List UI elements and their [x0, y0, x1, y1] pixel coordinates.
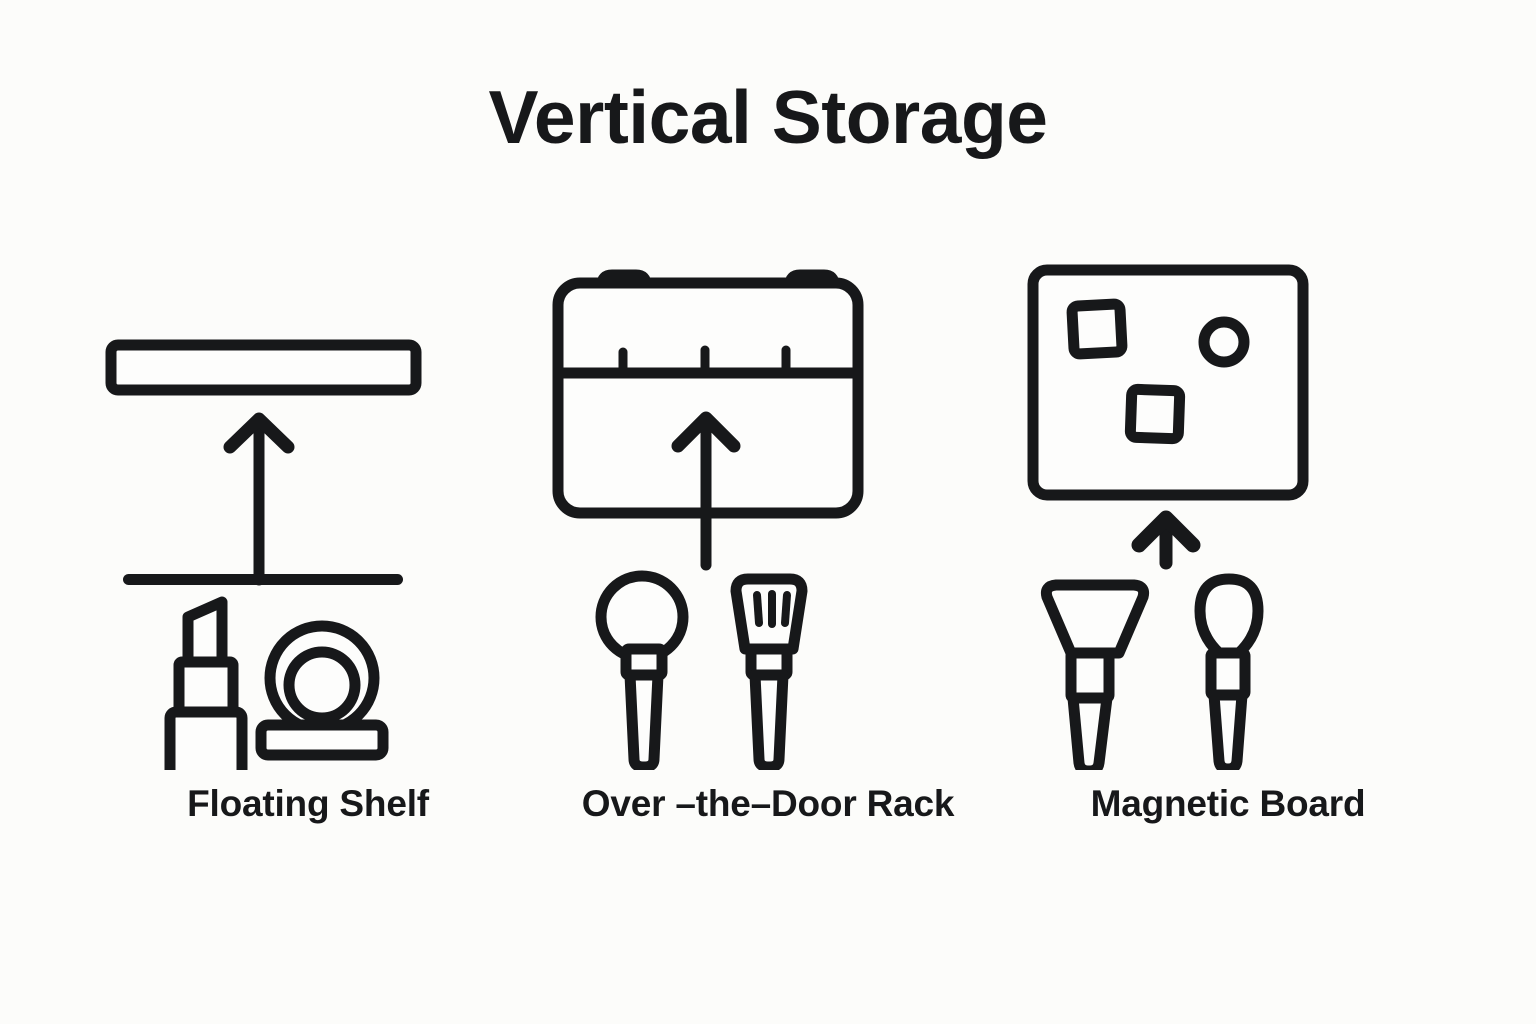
caption-over-the-door-rack: Over –the–Door Rack [581, 783, 955, 824]
magnetic-board-icon [998, 225, 1458, 770]
floating-shelf-icon [78, 225, 538, 770]
storage-options-row: Floating Shelf [0, 225, 1536, 925]
caption-magnetic-board: Magnetic Board [1090, 783, 1366, 824]
shelf-bar [105, 339, 422, 396]
puff-brush-icon [595, 570, 689, 770]
lipstick-icon [164, 596, 248, 770]
storage-option-magnetic-board[interactable]: Magnetic Board [998, 225, 1458, 925]
storage-option-over-the-door-rack[interactable]: Over –the–Door Rack [538, 225, 998, 925]
storage-option-floating-shelf[interactable]: Floating Shelf [78, 225, 538, 925]
caption-floating-shelf: Floating Shelf [187, 783, 429, 824]
magnet-square-top [1066, 298, 1128, 360]
up-arrow-icon [671, 411, 741, 571]
flat-brush-icon [730, 573, 808, 770]
fan-brush-icon [1040, 579, 1150, 770]
magnet-circle [1198, 316, 1250, 368]
over-the-door-rack-icon [538, 225, 998, 770]
up-arrow-icon [223, 412, 295, 586]
magnet-square-bottom [1124, 383, 1186, 445]
up-arrow-icon [1131, 510, 1201, 570]
page-title: Vertical Storage [488, 75, 1048, 159]
counter-line [123, 574, 403, 585]
compact-mirror-icon [255, 620, 389, 761]
dome-brush-icon [1194, 573, 1264, 770]
